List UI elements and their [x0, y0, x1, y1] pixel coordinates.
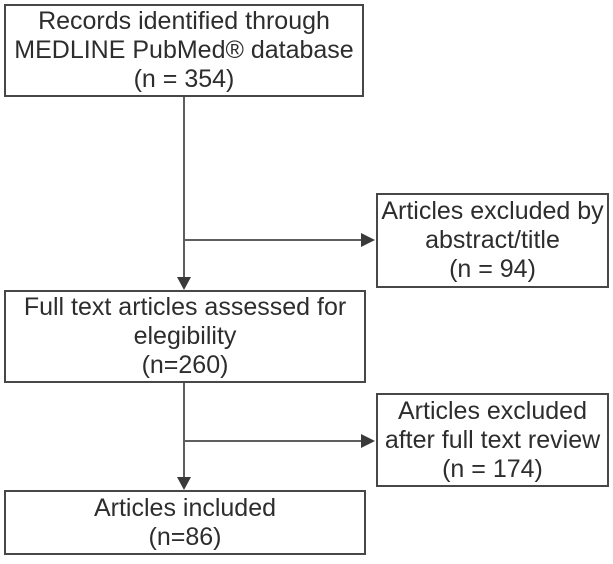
node-articles-included: Articles included (n=86) — [4, 490, 366, 555]
node-records-identified-line: Records identified through — [38, 7, 330, 35]
arrowhead-down-to-included-icon — [177, 477, 191, 490]
node-articles-included-count: (n=86) — [148, 522, 222, 551]
node-records-identified-count: (n = 354) — [133, 65, 235, 93]
node-excluded-after-fulltext: Articles excluded after full text review… — [376, 393, 609, 487]
arrowhead-right-to-excluded-abstract-icon — [361, 233, 375, 247]
node-excluded-by-abstract-count: (n = 94) — [449, 255, 536, 283]
node-fulltext-assessed-line: elegibility — [133, 322, 237, 350]
node-fulltext-assessed-count: (n=260) — [141, 351, 229, 379]
node-records-identified-line: MEDLINE PubMed® database — [14, 36, 354, 64]
arrowhead-down-to-assessed-icon — [177, 277, 191, 290]
node-records-identified: Records identified through MEDLINE PubMe… — [4, 4, 364, 97]
node-articles-included-line: Articles included — [93, 493, 277, 522]
node-excluded-by-abstract-line: abstract/title — [425, 226, 560, 254]
node-excluded-by-abstract-line: Articles excluded by — [381, 197, 604, 225]
node-excluded-after-fulltext-count: (n = 174) — [442, 454, 543, 483]
node-excluded-by-abstract: Articles excluded by abstract/title (n =… — [376, 193, 609, 288]
node-excluded-after-fulltext-line: after full text review — [384, 425, 601, 454]
node-fulltext-assessed-line: Full text articles assessed for — [23, 293, 347, 321]
node-excluded-after-fulltext-line: Articles excluded — [398, 396, 587, 425]
arrowhead-right-to-excluded-fulltext-icon — [361, 434, 375, 448]
node-fulltext-assessed: Full text articles assessed for elegibil… — [4, 290, 366, 383]
